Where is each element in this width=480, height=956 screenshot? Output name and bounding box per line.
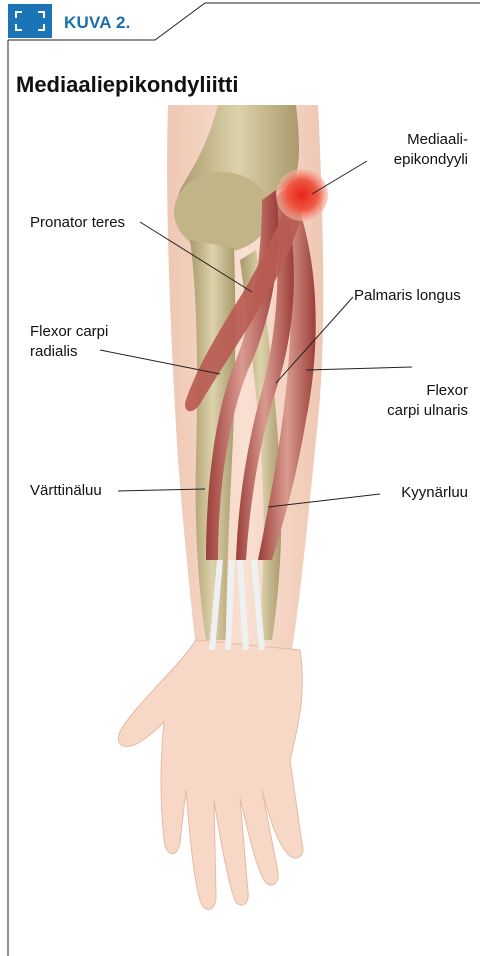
label-mediaaliepikondyyli: Mediaali- epikondyyli (360, 130, 468, 170)
hand-skin (118, 640, 303, 909)
label-flexor-carpi-ulnaris-line1: Flexor (360, 381, 468, 401)
label-pronator-teres: Pronator teres (30, 213, 125, 233)
label-mediaaliepikondyyli-line1: Mediaali- (360, 130, 468, 150)
label-flexor-carpi-radialis-line1: Flexor carpi (30, 322, 108, 342)
medial-epicondyle (276, 169, 328, 221)
label-kyynarluu: Kyynärluu (360, 483, 468, 503)
label-flexor-carpi-ulnaris: Flexor carpi ulnaris (360, 381, 468, 421)
label-flexor-carpi-radialis: Flexor carpi radialis (30, 322, 108, 362)
label-flexor-carpi-radialis-line2: radialis (30, 342, 108, 362)
label-flexor-carpi-ulnaris-line2: carpi ulnaris (360, 401, 468, 421)
label-varttinaluu: Värttinäluu (30, 481, 102, 501)
label-palmaris-longus: Palmaris longus (354, 286, 461, 306)
label-mediaaliepikondyyli-line2: epikondyyli (360, 150, 468, 170)
